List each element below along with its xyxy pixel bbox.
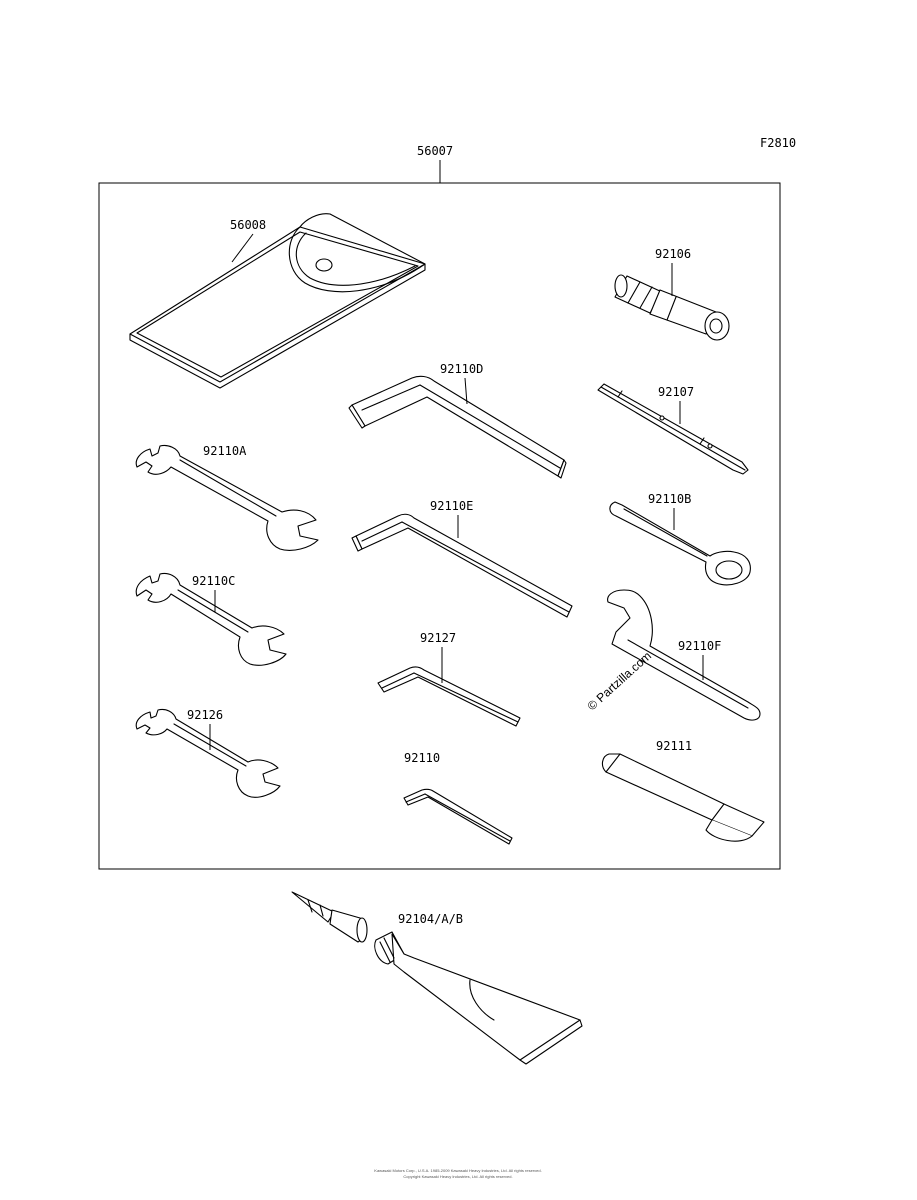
leader-92110D [464,377,468,405]
hex-key-92110e-icon [351,513,573,618]
extension-bar-icon [601,753,765,842]
grease-tube-icon [291,891,583,1065]
kit-part-label: 56007 [417,144,453,158]
label-92110F: 92110F [678,639,721,653]
hex-key-92127-icon [377,666,521,727]
watermark: © Partzilla.com [585,649,654,714]
label-92110D: 92110D [440,362,483,376]
label-92110E: 92110E [430,499,473,513]
kit-frame [98,182,781,870]
label-92111: 92111 [656,739,692,753]
ring-spanner-icon [609,501,751,586]
label-92110B: 92110B [648,492,691,506]
wrench-92110a-icon [135,444,319,551]
tool-bag-icon [129,213,426,389]
footer-line-2: Copyright Kawasaki Heavy Industries, Ltd… [403,1174,512,1179]
label-92104-a-b: 92104/A/B [398,912,463,926]
wrench-92126-icon [135,708,281,798]
leader-56008 [231,233,254,263]
hook-spanner-icon [607,589,761,721]
screwdriver-icon [597,383,749,475]
label-92126: 92126 [187,708,223,722]
label-92127: 92127 [420,631,456,645]
label-92110A: 92110A [203,444,247,458]
label-92106: 92106 [655,247,691,261]
label-92107: 92107 [658,385,694,399]
wrench-92110c-icon [135,572,287,666]
figure-code: F2810 [760,136,796,150]
hex-key-92110-icon [403,788,513,845]
hex-key-92110d-icon [348,375,567,479]
label-92110C: 92110C [192,574,235,588]
label-56008: 56008 [230,218,266,232]
footer-line-1: Kawasaki Motors Corp., U.S.A. 1985-2009 … [374,1168,541,1173]
label-92110: 92110 [404,751,440,765]
plug-socket-icon [614,274,730,341]
